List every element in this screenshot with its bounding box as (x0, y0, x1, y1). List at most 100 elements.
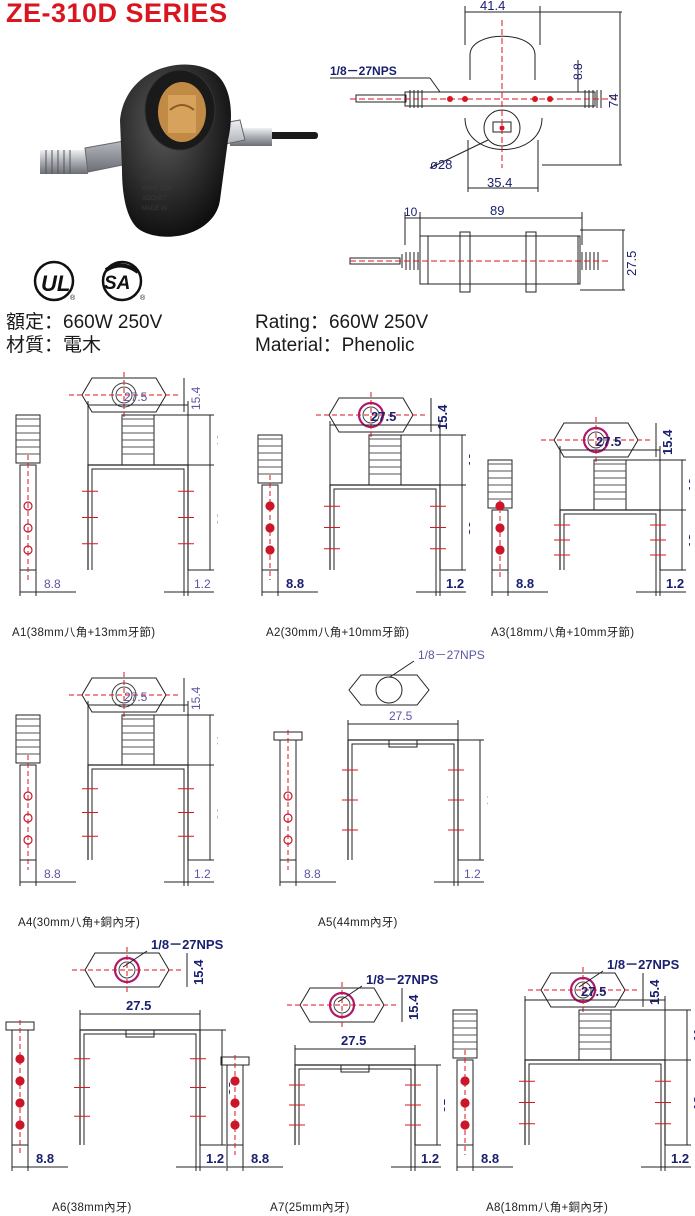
csa-logo-icon: SA ® (101, 260, 146, 302)
dim-top-a7: 15.4 (406, 994, 421, 1020)
dim-width-a3: 27.5 (596, 434, 621, 449)
dim-top-a8: 15.4 (647, 979, 662, 1005)
dim-top-a3: 15.4 (660, 429, 675, 455)
flange-plate (348, 674, 430, 706)
bracket-drawing-a5: 1/8－27NPS 27.5 44 8.8 1.2 (273, 650, 488, 886)
dim-right-a6: 1.2 (206, 1151, 224, 1166)
dim-thread-a6: 1/8－27NPS (151, 940, 224, 952)
rating-en: Rating：660W 250V (255, 311, 428, 335)
dim-lower-a3: 18 (686, 534, 690, 548)
dim-lower-a8: 18 (691, 1096, 695, 1110)
u-bracket (87, 464, 189, 570)
u-boss (388, 739, 418, 748)
dim-top-a4: 15.4 (189, 686, 203, 710)
dim-lower-a6: 38 (226, 1081, 230, 1095)
product-photo: ZE 310D 660W 250V SOCKET MADE IN (40, 64, 318, 237)
u-bracket (329, 484, 441, 570)
dim-upper-a8: 11 (691, 1028, 695, 1042)
dim-width-a7: 27.5 (341, 1033, 366, 1048)
u-bracket (559, 509, 661, 570)
svg-text:®: ® (140, 294, 146, 302)
rating-cn: 額定：660W 250V (6, 311, 162, 335)
flange-hole (375, 676, 403, 704)
dim-35-4: 35.4 (487, 175, 512, 190)
u-bracket (79, 1029, 201, 1145)
dim-lower-a2: 30 (466, 521, 470, 535)
rating-cn-label: 額定： (6, 312, 64, 333)
dim-left-a3: 8.8 (516, 576, 534, 591)
dim-right-a1: 1.2 (194, 577, 211, 591)
dim-lower-a5: 44 (485, 794, 488, 808)
dim-right-a3: 1.2 (666, 576, 684, 591)
material-cn-value: 電木 (63, 335, 102, 356)
bracket-drawing-a7: 15.4 1/8－27NPS 27.5 25 8.8 1.2 (220, 975, 445, 1171)
caption-a3: A3(18mm八角+10mm牙節) (491, 627, 635, 639)
dim-left-a4: 8.8 (44, 867, 61, 881)
dim-upper-a3: 10 (686, 478, 690, 492)
dim-left-a7: 8.8 (251, 1151, 269, 1166)
material-en-label: Material： (255, 335, 342, 356)
dim-lower-a4: 30 (215, 807, 218, 821)
dim-upper-a4: 11 (215, 734, 218, 747)
u-bracket (347, 739, 459, 860)
dim-lower-a7: 25 (441, 1099, 445, 1113)
dim-width-a2: 27.5 (371, 409, 396, 424)
dim-8-8-main: 8.8 (571, 63, 585, 80)
dim-width-a5: 27.5 (389, 709, 413, 723)
mount-hole (283, 791, 293, 801)
main-technical-drawing: 41.4 1/8－27NPS 8.8 74 ø28 35.4 10 89 27.… (330, 0, 639, 293)
rating-cn-value: 660W 250V (63, 312, 163, 333)
caption-a8: A8(18mm八角+銅內牙) (486, 1202, 609, 1214)
dim-width-a1: 27.5 (124, 390, 148, 404)
dim-top-a1: 15.4 (189, 386, 203, 410)
caption-a5: A5(44mm內牙) (318, 917, 398, 929)
caption-a1: A1(38mm八角+13mm牙節) (12, 627, 156, 639)
dim-lower-a1: 38 (215, 512, 218, 526)
dim-phi-28: ø28 (430, 157, 452, 172)
caption-a2: A2(30mm八角+10mm牙節) (266, 627, 410, 639)
svg-text:®: ® (70, 294, 76, 302)
dim-10-side: 10 (404, 205, 418, 219)
dim-left-a5: 8.8 (304, 867, 321, 881)
svg-text:SA: SA (104, 273, 130, 294)
dim-thread-a5: 1/8－27NPS (418, 650, 485, 662)
material-cn: 材質：電木 (6, 334, 101, 358)
material-en: Material：Phenolic (255, 334, 414, 358)
u-bracket (87, 764, 189, 860)
dim-width-a4: 27.5 (124, 690, 148, 704)
caption-a4: A4(30mm八角+銅內牙) (18, 917, 141, 929)
dim-left-a6: 8.8 (36, 1151, 54, 1166)
dim-right-a2: 1.2 (446, 576, 464, 591)
dim-right-a8: 1.2 (671, 1151, 689, 1166)
u-boss (125, 1029, 155, 1038)
bracket-drawing-a4: 15.4 27.5 30 11 8.8 1.2 (15, 672, 218, 886)
dim-74: 74 (606, 94, 621, 108)
rating-en-value: 660W 250V (328, 312, 429, 333)
dim-left-a8: 8.8 (481, 1151, 499, 1166)
svg-text:SOCKET: SOCKET (142, 196, 167, 202)
svg-text:UL: UL (41, 271, 70, 296)
dim-width-a8: 27.5 (581, 984, 606, 999)
dim-left-a1: 8.8 (44, 577, 61, 591)
svg-text:ZE 310D: ZE 310D (142, 176, 166, 182)
dim-41-4: 41.4 (480, 0, 505, 13)
dim-thread-a7: 1/8－27NPS (366, 975, 439, 987)
dim-upper-a2: 10 (466, 453, 470, 467)
dim-left-a2: 8.8 (286, 576, 304, 591)
dim-right-a4: 1.2 (194, 867, 211, 881)
dim-thread-main: 1/8－27NPS (330, 64, 397, 78)
material-en-value: Phenolic (341, 335, 415, 356)
dim-right-a5: 1.2 (464, 867, 481, 881)
ul-logo-icon: UL ® (33, 260, 76, 302)
page-title: ZE-310D SERIES (6, 0, 228, 28)
caption-a6: A6(38mm內牙) (52, 1202, 132, 1214)
caption-a7: A7(25mm內牙) (270, 1202, 350, 1214)
dim-upper-a1: 13 (215, 433, 218, 447)
svg-text:MADE IN: MADE IN (142, 206, 167, 212)
svg-text:660W 250V: 660W 250V (142, 186, 173, 192)
u-bracket (294, 1064, 416, 1145)
dim-right-a7: 1.2 (421, 1151, 439, 1166)
